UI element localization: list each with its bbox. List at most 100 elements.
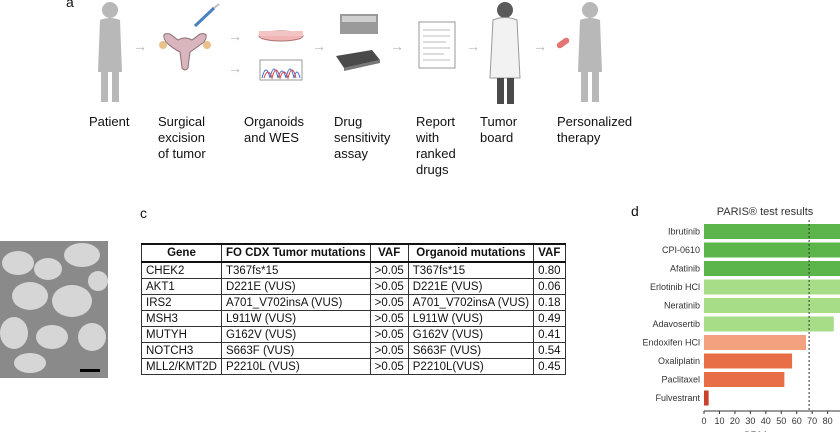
step-label-6: Personalized therapy [557,114,633,145]
panel-a-letter: a [66,0,74,10]
x-tick-label: 80 [823,416,833,426]
step-label-5: Tumor board [480,114,518,145]
table-cell: IRS2 [141,294,222,311]
bar-erlotinib-hcl [704,279,840,295]
category-label: Ibrutinib [668,227,700,237]
arrow-3: → [228,60,242,76]
panel-c-letter: c [140,205,147,221]
bar-ibrutinib [704,224,840,239]
arrow-6: → [466,38,480,54]
step-label-2: Organoids and WES [244,114,304,145]
table-cell: CHEK2 [141,261,222,279]
table-cell: L911W (VUS) [407,310,535,327]
step-label-1: Surgical excision of tumor [158,114,206,161]
bar-oxaliplatin [704,353,793,369]
category-label: Oxaliplatin [658,356,700,366]
table-header-cell: Gene [141,243,222,263]
table-header-cell: FO CDX Tumor mutations [220,243,371,263]
table-cell: >0.05 [369,278,409,295]
x-tick-label: 40 [761,416,771,426]
table-cell: S663F (VUS) [220,342,371,359]
bar-neratinib [704,298,840,313]
bar-fulvestrant [704,390,709,406]
arrow-2: → [228,28,242,44]
table-cell: S663F (VUS) [407,342,535,359]
table-cell: 0.54 [533,342,566,359]
table-cell: A701_V702insA (VUS) [407,294,535,311]
chart-title: PARIS® test results [717,206,814,218]
report-icon [418,21,456,69]
bar-endoxifen-hcl [704,335,806,350]
category-label: CPI-0610 [662,245,700,255]
x-tick-label: 10 [714,416,724,426]
table-cell: 0.45 [533,358,566,375]
table-cell: L911W (VUS) [220,310,371,327]
table-cell: 0.41 [533,326,566,343]
bar-adavosertib [704,316,834,332]
spm-score-chart: PARIS® test resultsIbrutinibCPI-0610Afat… [642,206,840,432]
bar-afatinib [704,261,840,276]
table-cell: P2210L (VUS) [220,358,371,375]
category-label: Afatinib [670,264,700,274]
category-label: Fulvestrant [655,393,700,403]
patient-icon [98,2,122,102]
patient-icon-2 [578,2,602,102]
table-cell: T367fs*15 [220,261,371,279]
table-cell: MSH3 [141,310,222,327]
category-label: Adavosertib [652,319,700,329]
table-cell: NOTCH3 [141,342,222,359]
category-label: Erlotinib HCl [650,282,700,292]
table-cell: >0.05 [369,358,409,375]
table-cell: >0.05 [369,342,409,359]
table-cell: G162V (VUS) [220,326,371,343]
step-label-0: Patient [89,114,130,129]
x-tick-label: 50 [776,416,786,426]
uterus-icon [159,3,220,71]
table-cell: MLL2/KMT2D [141,358,222,375]
x-axis-label: SPM score [743,430,797,432]
x-tick-label: 70 [807,416,817,426]
table-cell: >0.05 [369,261,409,279]
petri-dish-icon [258,30,304,81]
table-cell: >0.05 [369,294,409,311]
plate-reader-icon [336,14,380,71]
bar-paclitaxel [704,372,785,387]
arrow-4: → [312,38,326,54]
table-header-cell: VAF [369,243,409,263]
x-tick-label: 30 [745,416,755,426]
table-cell: A701_V702insA (VUS) [220,294,371,311]
table-cell: >0.05 [369,310,409,327]
arrow-7: → [533,38,547,54]
x-tick-label: 60 [792,416,802,426]
x-tick-label: 20 [730,416,740,426]
table-header-cell: Organoid mutations [407,243,535,263]
doctor-icon [489,2,521,104]
table-cell: 0.06 [533,278,566,295]
category-label: Neratinib [664,301,700,311]
table-cell: 0.80 [533,261,566,279]
workflow-icons [98,2,602,104]
table-cell: >0.05 [369,326,409,343]
table-cell: T367fs*15 [407,261,535,279]
arrow-5: → [390,38,404,54]
bar-cpi-0610 [704,242,840,258]
category-label: Endoxifen HCl [642,338,700,348]
table-cell: D221E (VUS) [407,278,535,295]
pill-icon [556,37,570,49]
table-cell: 0.18 [533,294,566,311]
category-label: Paclitaxel [661,375,700,385]
table-cell: P2210L(VUS) [407,358,535,375]
table-cell: MUTYH [141,326,222,343]
table-cell: G162V (VUS) [407,326,535,343]
panel-d-letter: d [631,203,639,219]
step-label-3: Drug sensitivity assay [334,114,391,161]
